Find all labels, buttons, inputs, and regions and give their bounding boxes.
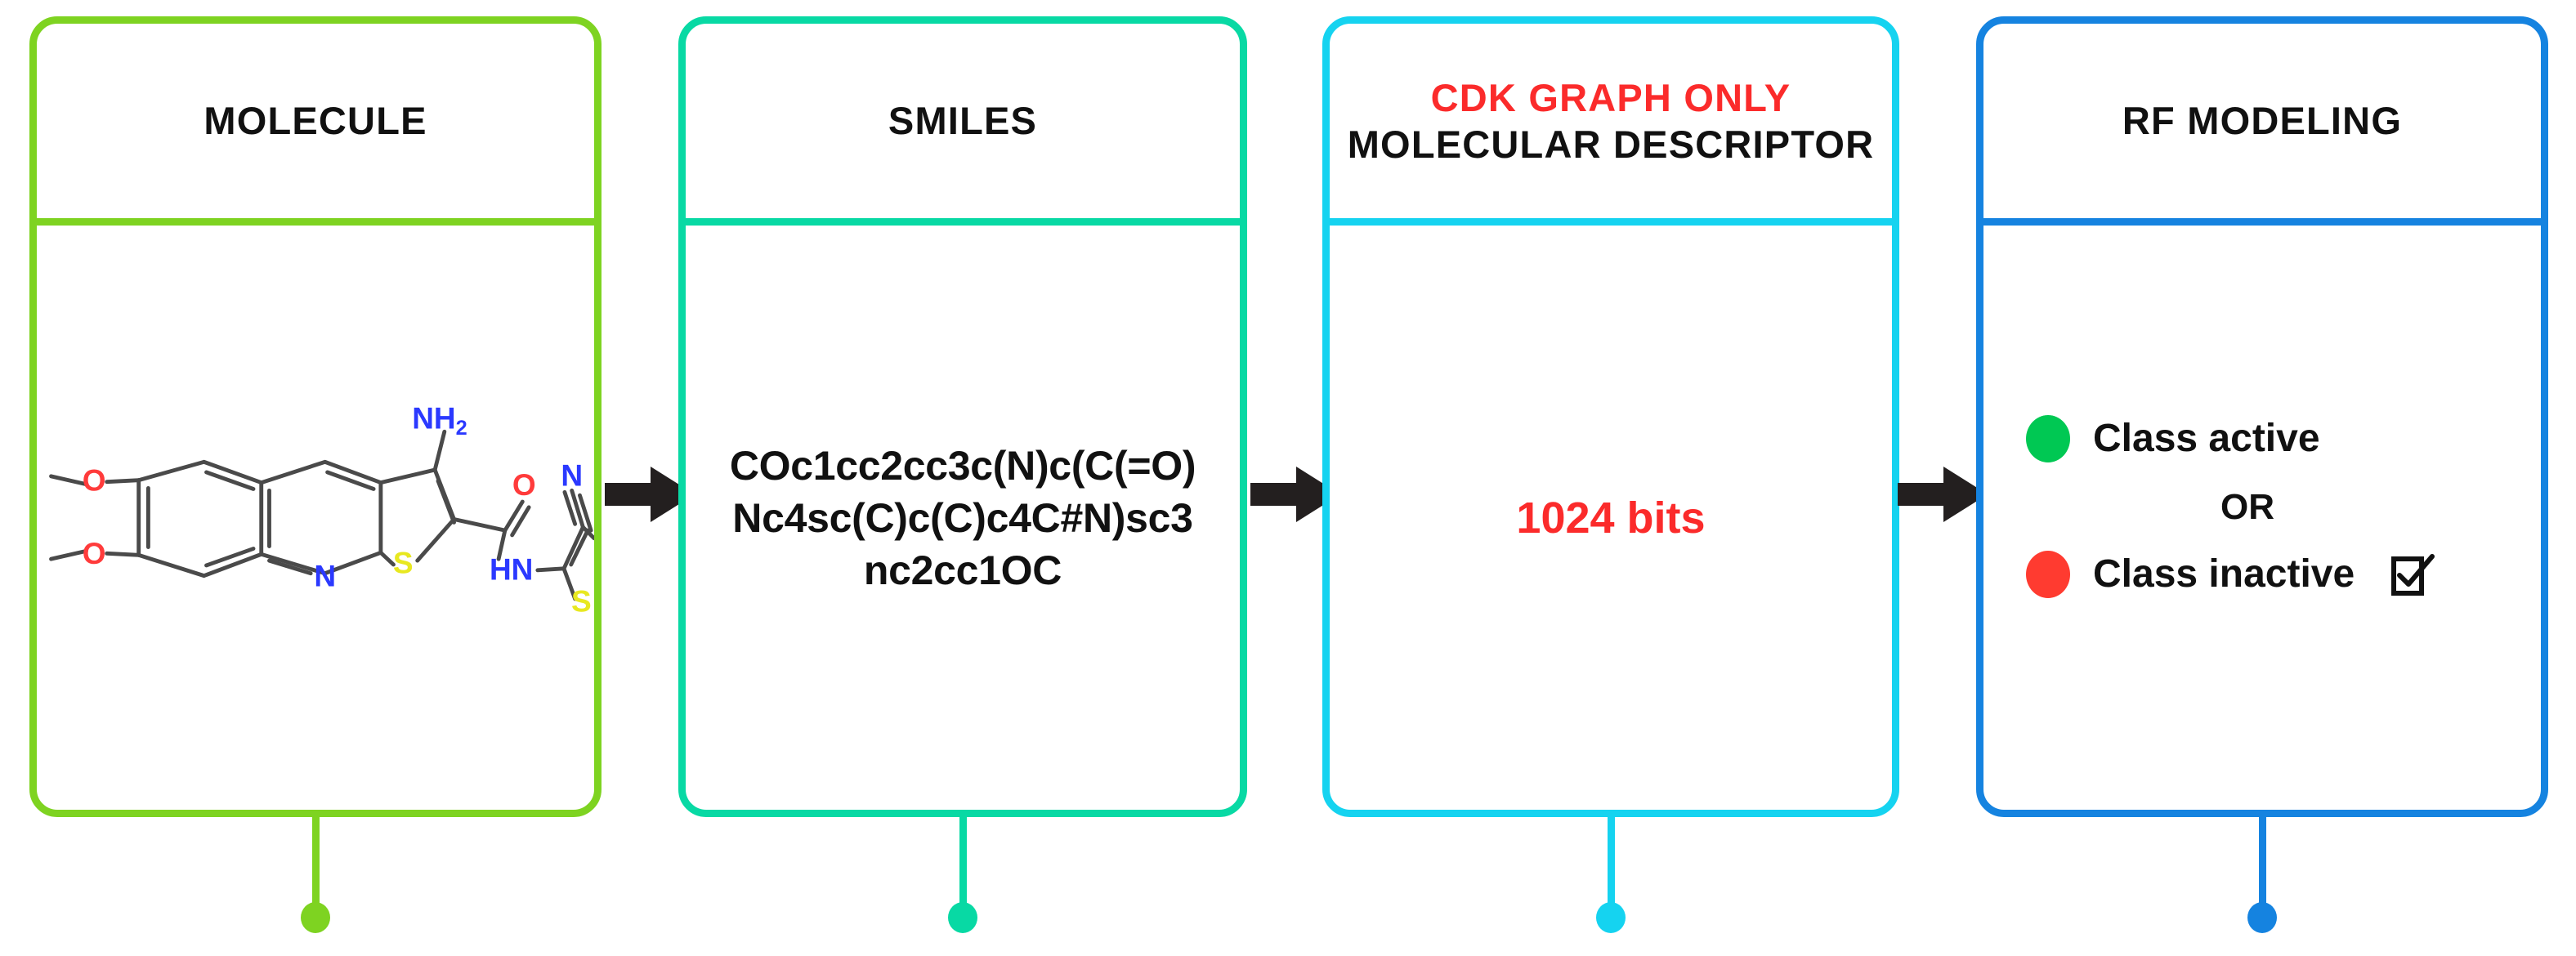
flow-arrow-2 [1250, 462, 1342, 527]
atom-label-n: N [561, 458, 583, 493]
descriptor-bits-value: 1024 bits [1516, 493, 1706, 543]
molecule-structure-diagram: O O N S O N S NH2 HN [37, 226, 594, 810]
atom-label-o: O [83, 536, 106, 570]
step-body-smiles: COc1cc2cc3c(N)c(C(=O)Nc4sc(C)c(C)c4C#N)s… [686, 226, 1240, 810]
step-header-descriptor: CDK GRAPH ONLY MOLECULAR DESCRIPTOR [1330, 24, 1892, 226]
step-title-molecule: MOLECULE [203, 99, 427, 143]
step-title-smiles: SMILES [888, 99, 1038, 143]
step-body-rf: Class active OR Class inactive [1983, 226, 2541, 810]
class-inactive-label: Class inactive [2093, 552, 2355, 596]
step-title-descriptor: MOLECULAR DESCRIPTOR [1347, 123, 1875, 166]
checked-box-icon[interactable] [2389, 551, 2436, 598]
atom-label-s: S [571, 583, 592, 618]
rf-class-legend: Class active OR Class inactive [1983, 414, 2541, 598]
class-active-color-swatch [2026, 414, 2070, 462]
pipeline-step-molecule[interactable]: MOLECULE [29, 16, 602, 817]
connector-stem-descriptor [1608, 817, 1615, 905]
pipeline-step-rf-modeling[interactable]: RF MODELING Class active OR Class inacti… [1976, 16, 2548, 817]
step-header-smiles: SMILES [686, 24, 1240, 226]
pipeline-step-descriptor[interactable]: CDK GRAPH ONLY MOLECULAR DESCRIPTOR 1024… [1322, 16, 1899, 817]
connector-dot-rf [2247, 902, 2277, 933]
atom-label-hn: HN [490, 552, 533, 586]
atom-label-n: N [314, 558, 336, 592]
connector-dot-descriptor [1596, 902, 1626, 933]
connector-dot-smiles [948, 902, 977, 933]
step-header-molecule: MOLECULE [37, 24, 594, 226]
atom-label-o: O [512, 467, 536, 502]
pipeline-step-smiles[interactable]: SMILES COc1cc2cc3c(N)c(C(=O)Nc4sc(C)c(C)… [678, 16, 1247, 817]
step-title-rf: RF MODELING [2122, 99, 2403, 143]
legend-row-active[interactable]: Class active [2026, 414, 2498, 462]
legend-row-inactive[interactable]: Class inactive [2026, 550, 2498, 598]
flow-arrow-3 [1898, 462, 1989, 527]
class-inactive-color-swatch [2026, 550, 2070, 598]
smiles-string-value: COc1cc2cc3c(N)c(C(=O)Nc4sc(C)c(C)c4C#N)s… [729, 442, 1196, 593]
connector-stem-molecule [312, 817, 320, 905]
class-active-label: Class active [2093, 417, 2320, 460]
legend-separator-or: OR [2220, 486, 2274, 527]
connector-stem-smiles [959, 817, 967, 905]
connector-dot-molecule [301, 902, 330, 933]
step-title-highlight-descriptor: CDK GRAPH ONLY [1430, 75, 1791, 119]
atom-label-nh2: NH2 [412, 400, 467, 440]
step-body-molecule: O O N S O N S NH2 HN [37, 226, 594, 810]
connector-stem-rf [2259, 817, 2266, 905]
step-body-descriptor: 1024 bits [1330, 226, 1892, 810]
step-header-rf: RF MODELING [1983, 24, 2541, 226]
atom-label-s: S [393, 546, 414, 580]
atom-label-o: O [83, 462, 106, 497]
flow-arrow-1 [605, 462, 696, 527]
